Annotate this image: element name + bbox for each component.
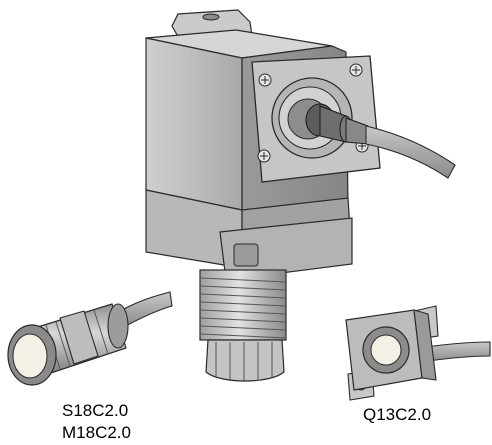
main-sensor [145,9,456,382]
screw-icon [349,63,363,77]
main-sensor-bottom-nut [205,339,285,382]
q13-sensor-cable [419,341,491,363]
screw-icon [258,73,272,87]
cylindrical-sensor [7,291,173,386]
main-sensor-left-face [145,37,243,211]
rectangular-q13-sensor [345,305,491,401]
screw-icon [257,149,271,163]
main-sensor-connector [305,103,369,145]
cylindrical-model-label-1: S18C2.0 [62,401,129,420]
rectangular-model-label: Q13C2.0 [363,405,432,424]
main-sensor-cable [365,125,456,179]
cylindrical-sensor-cable [117,291,173,329]
cylindrical-model-label-2: M18C2.0 [62,423,131,442]
